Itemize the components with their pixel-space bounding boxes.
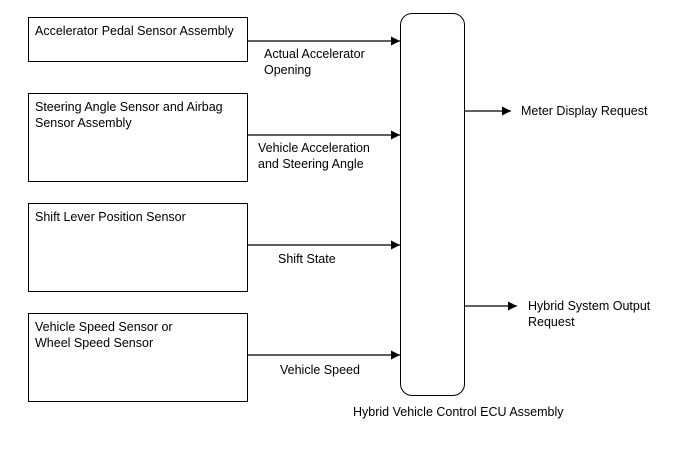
signal-label-vehicle-acceleration-steering: Vehicle Acceleration and Steering Angle [258, 140, 370, 172]
steering-angle-sensor-label: Steering Angle Sensor and Airbag Sensor … [35, 99, 243, 131]
hybrid-ecu-label: Hybrid Vehicle Control ECU Assembly [353, 405, 564, 419]
hybrid-ecu-block [400, 13, 465, 396]
signal-label-vehicle-speed: Vehicle Speed [280, 363, 360, 377]
output-label-hybrid-system-output-request-line2: Request [528, 315, 575, 329]
steering-angle-sensor-box: Steering Angle Sensor and Airbag Sensor … [28, 93, 248, 182]
vehicle-speed-sensor-label: Vehicle Speed Sensor or Wheel Speed Sens… [35, 319, 243, 351]
accelerator-pedal-sensor-box: Accelerator Pedal Sensor Assembly [28, 17, 248, 62]
signal-label-actual-accelerator-opening-line2: Opening [264, 63, 312, 77]
shift-lever-position-sensor-box: Shift Lever Position Sensor [28, 203, 248, 292]
output-label-hybrid-system-output-request: Hybrid System Output Request [528, 298, 650, 330]
output-label-meter-display-request: Meter Display Request [521, 104, 648, 118]
shift-lever-position-sensor-label: Shift Lever Position Sensor [35, 210, 186, 224]
vehicle-speed-sensor-label-line2: Wheel Speed Sensor [35, 336, 154, 350]
vehicle-speed-sensor-label-line1: Vehicle Speed Sensor or [35, 320, 173, 334]
signal-label-vehicle-acceleration-steering-line2: and Steering Angle [258, 157, 364, 171]
accelerator-pedal-sensor-label: Accelerator Pedal Sensor Assembly [35, 24, 234, 38]
signal-label-shift-state: Shift State [278, 252, 336, 266]
signal-label-actual-accelerator-opening-line1: Actual Accelerator [264, 47, 365, 61]
vehicle-speed-sensor-box: Vehicle Speed Sensor or Wheel Speed Sens… [28, 313, 248, 402]
steering-angle-sensor-label-line2: Sensor Assembly [35, 116, 132, 130]
signal-label-actual-accelerator-opening: Actual Accelerator Opening [264, 46, 365, 78]
signal-label-vehicle-acceleration-steering-line1: Vehicle Acceleration [258, 141, 370, 155]
steering-angle-sensor-label-line1: Steering Angle Sensor and Airbag [35, 100, 223, 114]
output-label-hybrid-system-output-request-line1: Hybrid System Output [528, 299, 651, 313]
